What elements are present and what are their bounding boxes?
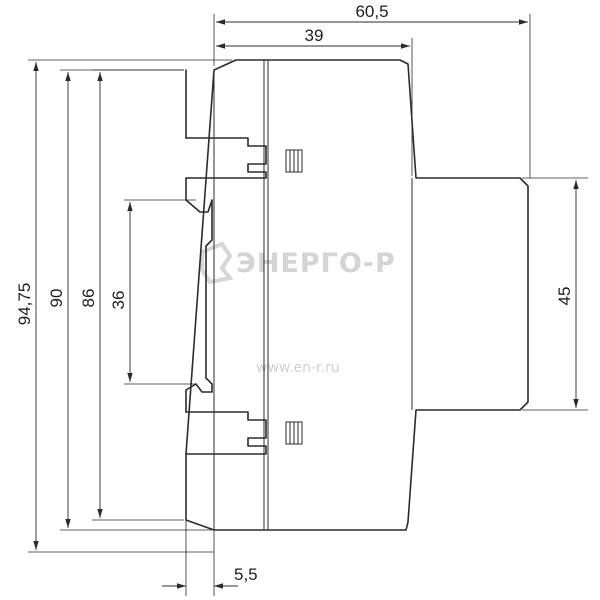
dim-body-depth: 39 <box>305 26 324 45</box>
watermark: ЭНЕРГО-Р www.en-r.ru <box>200 241 396 376</box>
dim-overall-height: 94,75 <box>15 283 34 326</box>
extension-lines <box>28 14 588 596</box>
dimension-lines <box>33 19 579 589</box>
watermark-url: www.en-r.ru <box>256 360 340 376</box>
top-terminal <box>185 137 267 179</box>
dim-height-86: 86 <box>79 289 98 308</box>
device-outline <box>185 59 529 531</box>
dim-total-depth: 60,5 <box>355 2 388 21</box>
dim-rail-window: 36 <box>109 291 128 310</box>
dim-rail-offset: 5,5 <box>234 565 258 584</box>
dimension-labels: 60,5 39 94,75 90 86 36 45 5,5 <box>15 2 574 584</box>
dim-height-90: 90 <box>47 289 66 308</box>
watermark-logo-text: ЭНЕРГО-Р <box>236 248 396 279</box>
device-body <box>185 59 529 531</box>
watermark-logo-icon <box>200 241 234 285</box>
bottom-screw-window <box>285 421 303 445</box>
dim-front-height: 45 <box>555 287 574 306</box>
bottom-terminal <box>185 411 267 455</box>
top-screw-window <box>285 149 303 173</box>
